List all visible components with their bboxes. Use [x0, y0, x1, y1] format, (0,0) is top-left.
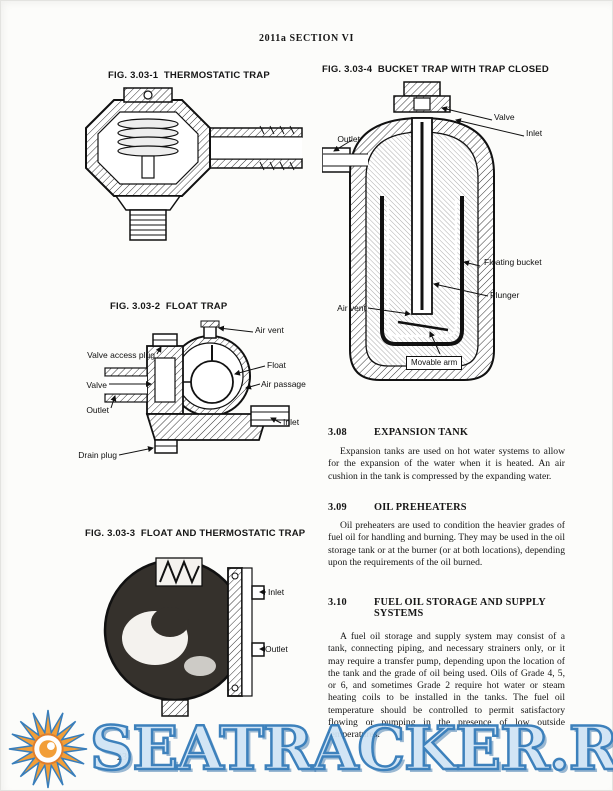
page-number: 23	[117, 752, 127, 763]
bucket-trap-label-plunger: Plunger	[490, 290, 520, 300]
float-trap-diagram	[104, 320, 290, 456]
bucket-trap-label-outlet: Outlet	[337, 134, 360, 144]
bucket-trap-label-movable-arm: Movable arm	[406, 356, 463, 370]
float-trap-label-inlet: Inlet	[283, 417, 300, 427]
section-heading-fuel-oil-storage: 3.10 FUEL OIL STORAGE AND SUPPLY SYSTEMS	[328, 597, 566, 619]
section-title: OIL PREHEATERS	[374, 502, 467, 513]
section-body-fuel-oil-storage: A fuel oil storage and supply system may…	[328, 631, 565, 741]
bucket-trap-label-floating-bucket: Floating bucket	[484, 257, 542, 267]
float-trap-label-float: Float	[267, 360, 286, 370]
section-number: 3.09	[328, 502, 347, 513]
bucket-trap-label-inlet: Inlet	[526, 128, 543, 138]
bucket-trap-diagram	[322, 81, 525, 381]
float-trap-label-air-passage: Air passage	[261, 379, 306, 389]
caption-float-trap: FIG. 3.03-2 FLOAT TRAP	[110, 301, 228, 312]
figure-thermostatic-trap	[58, 86, 308, 246]
bucket-trap-label-air-vent: Air vent	[337, 303, 366, 313]
figure-float-thermostatic-trap: Inlet Outlet	[80, 542, 320, 720]
float-thermostatic-trap-diagram	[103, 557, 266, 717]
float-trap-label-air-vent: Air vent	[255, 325, 284, 335]
float-trap-label-outlet: Outlet	[86, 405, 109, 415]
float-trap-label-drain-plug: Drain plug	[78, 450, 117, 460]
caption-float-thermostatic-trap: FIG. 3.03-3 FLOAT AND THERMOSTATIC TRAP	[85, 528, 306, 539]
section-title: EXPANSION TANK	[374, 427, 469, 438]
section-heading-oil-preheaters: 3.09 OIL PREHEATERS	[328, 502, 566, 513]
bucket-trap-label-valve: Valve	[494, 112, 515, 122]
float-thermostatic-trap-label-outlet: Outlet	[265, 644, 288, 654]
thermostatic-trap-diagram	[85, 87, 303, 241]
section-body-oil-preheaters: Oil preheaters are used to condition the…	[328, 520, 565, 568]
float-trap-label-valve: Valve	[86, 380, 107, 390]
sun-logo-icon	[8, 709, 88, 788]
section-number: 3.08	[328, 427, 347, 438]
caption-bucket-trap: FIG. 3.03-4 BUCKET TRAP WITH TRAP CLOSED	[322, 64, 549, 75]
section-number: 3.10	[328, 597, 347, 608]
figure-bucket-trap: Outlet Valve Inlet Floating bucket Plung…	[322, 78, 562, 402]
caption-thermostatic-trap: FIG. 3.03-1 THERMOSTATIC TRAP	[108, 70, 270, 81]
section-heading-expansion-tank: 3.08 EXPANSION TANK	[328, 427, 566, 438]
section-body-expansion-tank: Expansion tanks are used on hot water sy…	[328, 446, 565, 482]
figure-float-trap: Air vent Valve access plug Float Valve A…	[55, 318, 306, 478]
page-header: 2011a SECTION VI	[259, 33, 354, 44]
float-thermostatic-trap-label-inlet: Inlet	[268, 587, 285, 597]
float-trap-label-valve-access-plug: Valve access plug	[87, 350, 155, 360]
section-title: FUEL OIL STORAGE AND SUPPLY SYSTEMS	[374, 597, 546, 619]
